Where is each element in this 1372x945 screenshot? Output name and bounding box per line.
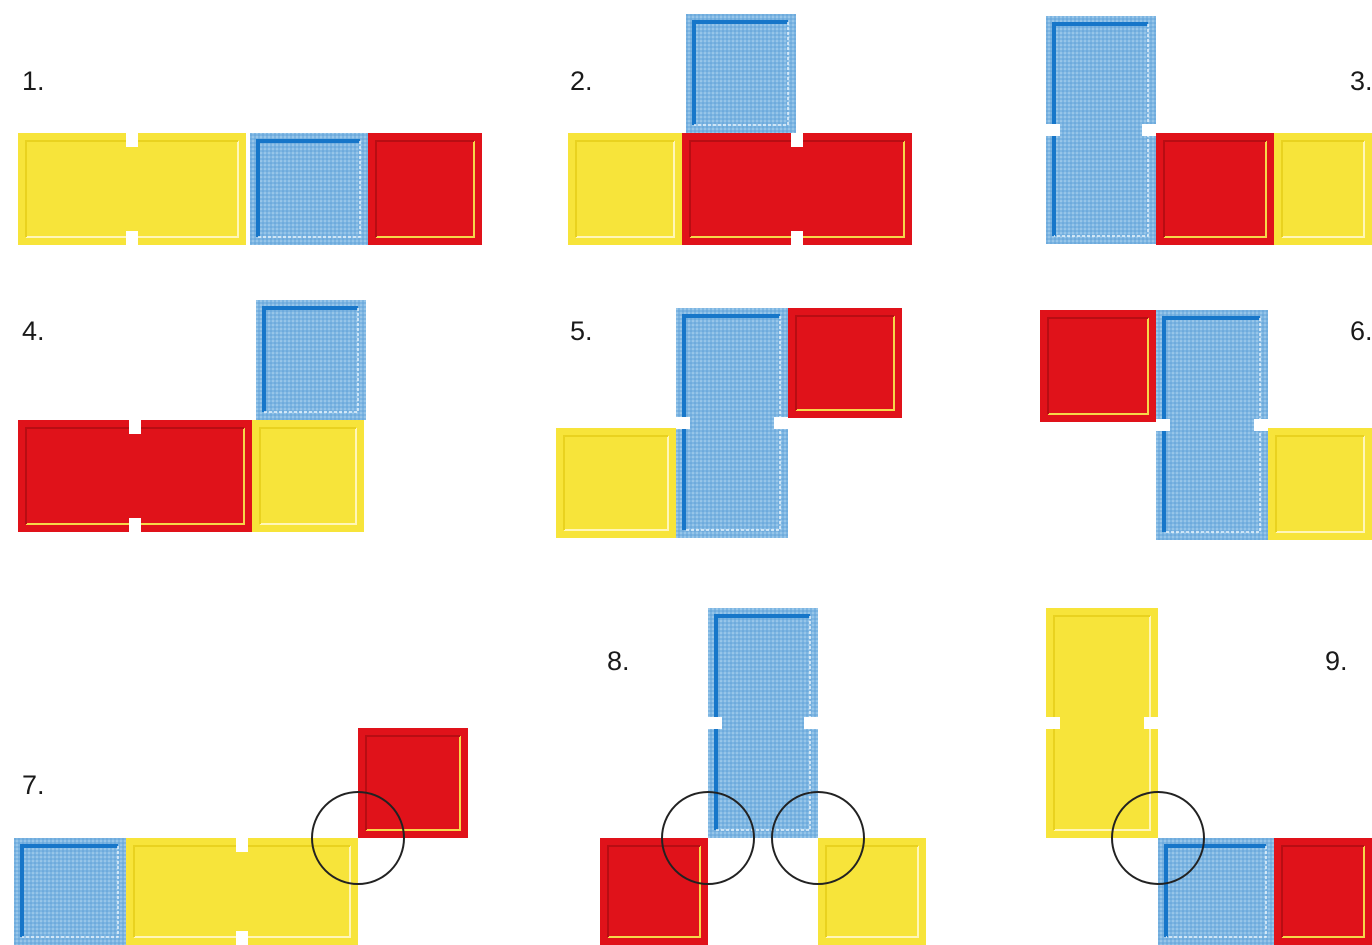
- figure-7-piece-blue: [14, 838, 126, 945]
- figure-label-6: 6.: [1350, 316, 1372, 347]
- figure-7-piece-red: [358, 728, 468, 838]
- figure-5-piece-red: [788, 308, 902, 418]
- figure-8-piece-yellow: [818, 838, 926, 945]
- figure-1-piece-red: [368, 133, 482, 245]
- figure-label-1: 1.: [22, 66, 45, 97]
- figure-3-piece-red: [1156, 133, 1274, 245]
- figure-5-piece-yellow: [556, 428, 676, 538]
- figure-9-piece-red: [1274, 838, 1372, 945]
- figure-label-8: 8.: [607, 646, 630, 677]
- figure-label-9: 9.: [1325, 646, 1348, 677]
- figure-6-piece-blue: [1156, 310, 1268, 540]
- figure-label-3: 3.: [1350, 66, 1372, 97]
- figure-label-7: 7.: [22, 770, 45, 801]
- figure-2-piece-red: [682, 133, 912, 245]
- figure-8-piece-red: [600, 838, 708, 945]
- figure-1-piece-yellow: [18, 133, 246, 245]
- figure-9-piece-blue: [1158, 838, 1274, 945]
- figure-7-piece-yellow: [126, 838, 358, 945]
- figure-2-piece-blue: [686, 14, 796, 133]
- figure-label-4: 4.: [22, 316, 45, 347]
- figure-2-piece-yellow: [568, 133, 682, 245]
- figure-4-piece-yellow: [252, 420, 364, 532]
- figure-label-5: 5.: [570, 316, 593, 347]
- figure-8-piece-blue: [708, 608, 818, 838]
- figure-9-piece-yellow: [1046, 608, 1158, 838]
- figure-label-2: 2.: [570, 66, 593, 97]
- figure-4-piece-blue: [256, 300, 366, 420]
- figure-3-piece-blue: [1046, 16, 1156, 244]
- figure-4-piece-red: [18, 420, 252, 532]
- figure-6-piece-yellow: [1268, 428, 1372, 540]
- figure-1-piece-blue: [250, 133, 368, 245]
- figure-3-piece-yellow: [1274, 133, 1372, 245]
- figure-5-piece-blue: [676, 308, 788, 538]
- figure-6-piece-red: [1040, 310, 1156, 422]
